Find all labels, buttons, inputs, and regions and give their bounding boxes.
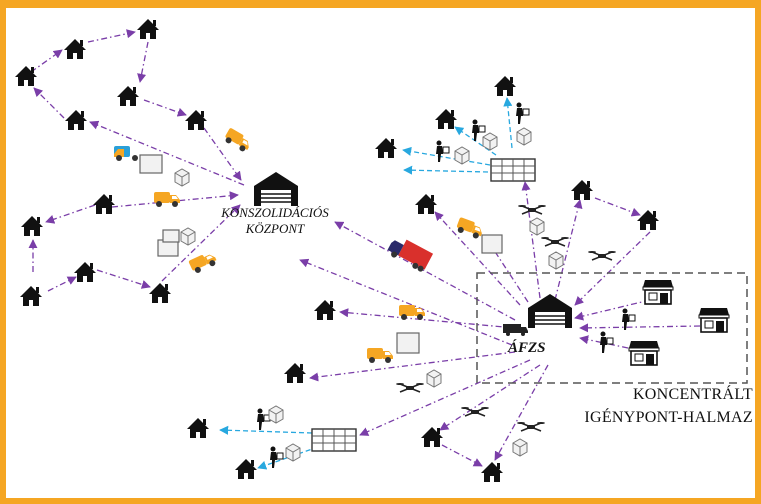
box-stack-icons bbox=[139, 154, 503, 354]
truck-icon bbox=[387, 239, 434, 272]
consolidation-center-label: KONSZOLIDÁCIÓS KÖZPONT bbox=[205, 205, 345, 236]
concentrated-cluster-label: KONCENTRÁLT IGÉNYPONT-HALMAZ bbox=[558, 383, 753, 429]
concentrated-cluster-label-line1: KONCENTRÁLT bbox=[632, 386, 753, 403]
consolidation-center-label-line1: KONSZOLIDÁCIÓS bbox=[221, 205, 329, 220]
shop-icons bbox=[628, 279, 730, 366]
blue-routes bbox=[219, 97, 513, 470]
hub-truck-icon bbox=[503, 324, 528, 336]
concentrated-cluster-label-line2: IGÉNYPONT-HALMAZ bbox=[584, 409, 753, 427]
consolidation-center-label-line2: KÖZPONT bbox=[245, 220, 305, 236]
hub-label: ÁFZS bbox=[508, 340, 546, 356]
concentrated-cluster-box bbox=[476, 272, 748, 384]
